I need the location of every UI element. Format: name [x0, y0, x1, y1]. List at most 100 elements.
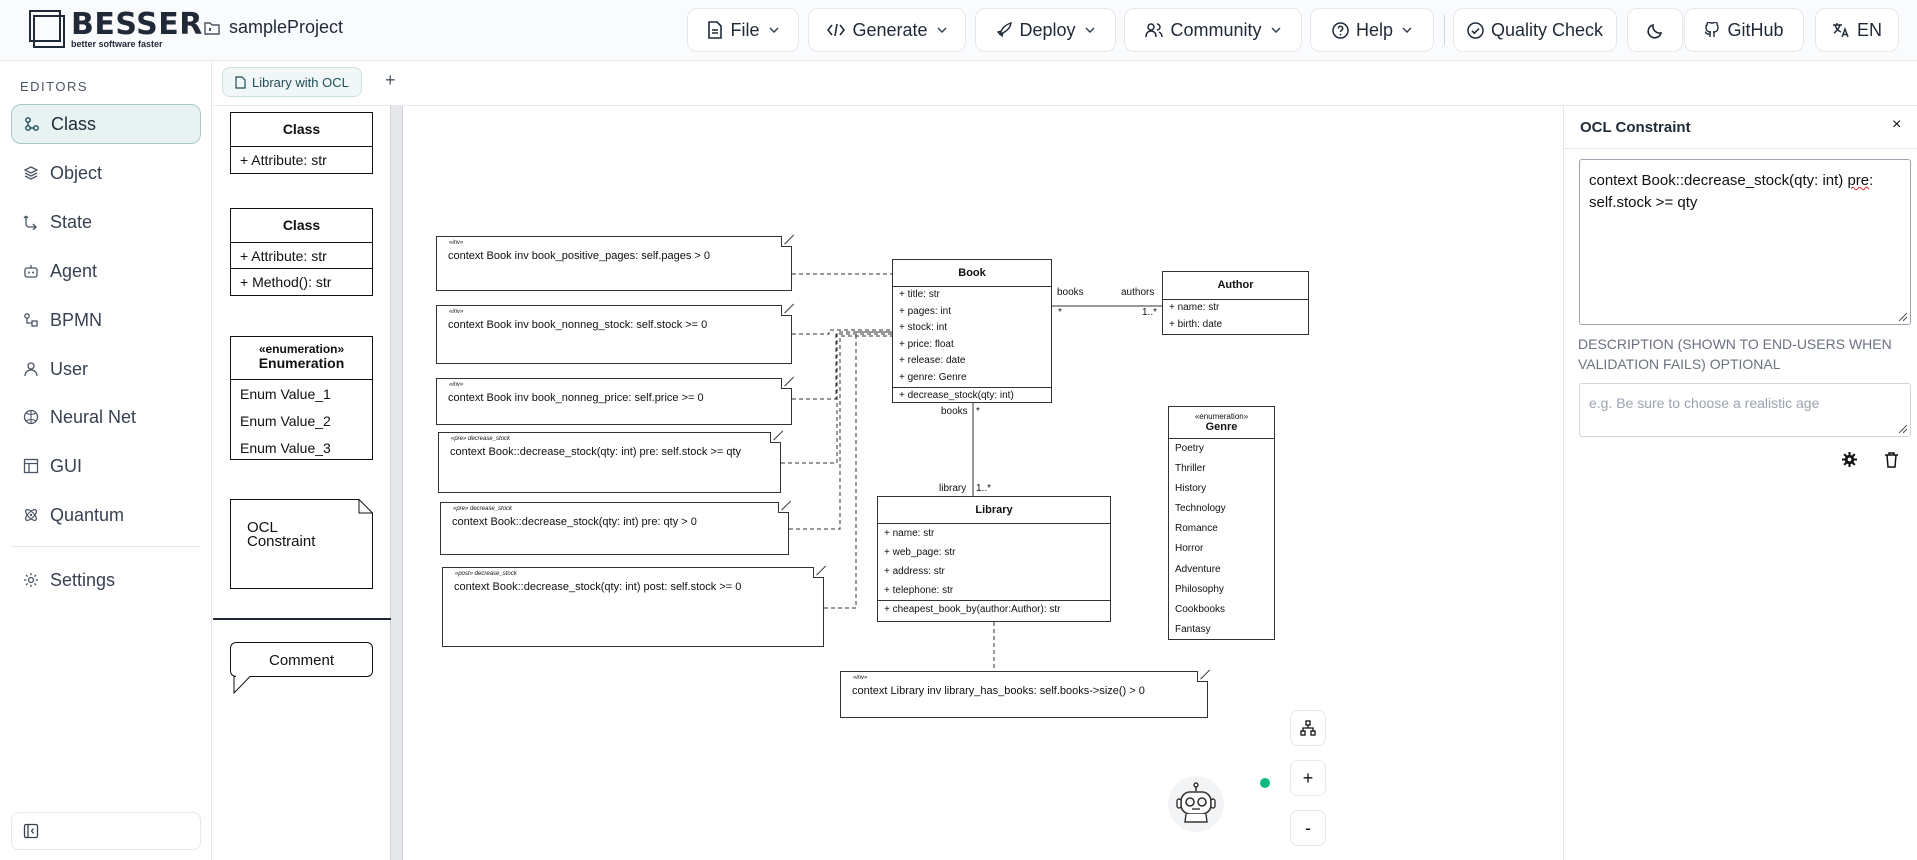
association-role-label: books — [941, 406, 968, 417]
sidebar-item-gui[interactable]: GUI — [11, 446, 201, 486]
language-label: EN — [1856, 19, 1882, 40]
community-menu-button[interactable]: Community — [1124, 8, 1302, 52]
github-button[interactable]: GitHub — [1684, 8, 1804, 52]
add-tab-button[interactable]: + — [385, 70, 396, 90]
sidebar-item-agent[interactable]: Agent — [11, 251, 201, 291]
note-shape-icon — [230, 499, 373, 589]
zoom-in-button[interactable]: + — [1290, 760, 1326, 796]
chevron-down-icon — [1270, 27, 1281, 33]
palette-ocl-constraint-item[interactable]: OCL Constraint — [230, 499, 373, 589]
note-corner — [781, 378, 792, 389]
palette-comment-label: Comment — [268, 652, 335, 669]
user-icon — [24, 362, 38, 377]
theme-toggle-button[interactable] — [1627, 8, 1683, 52]
diagram-tab-bar: Library with OCL + — [213, 61, 1917, 106]
enum-value: Adventure — [1175, 563, 1221, 575]
class-author[interactable]: Author + name: str + birth: date — [1162, 271, 1309, 335]
canvas-scrollbar[interactable] — [391, 106, 403, 860]
ocl-note[interactable]: «inv» context Book inv book_positive_pag… — [436, 236, 792, 291]
help-menu-label: Help — [1355, 19, 1394, 40]
class-library[interactable]: Library + name: str + web_page: str + ad… — [877, 496, 1111, 622]
help-menu-button[interactable]: Help — [1310, 8, 1434, 52]
sidebar-item-bpmn[interactable]: BPMN — [11, 300, 201, 340]
association-multiplicity: 1..* — [976, 483, 992, 494]
sidebar-item-neural-net[interactable]: Neural Net — [11, 397, 201, 437]
sidebar-item-settings[interactable]: Settings — [11, 560, 201, 600]
ocl-note[interactable]: «post» decrease_stock context Book::decr… — [442, 567, 824, 647]
language-button[interactable]: EN — [1815, 8, 1899, 52]
sidebar-item-class[interactable]: Class — [11, 104, 201, 144]
sidebar-item-label: Class — [51, 113, 97, 134]
enumeration-genre[interactable]: «enumeration» Genre Poetry Thriller Hist… — [1168, 406, 1275, 640]
github-icon — [1705, 21, 1720, 37]
constraint-settings-button[interactable] — [1842, 452, 1857, 467]
chevron-down-icon — [1084, 27, 1095, 33]
file-menu-button[interactable]: File — [687, 8, 799, 52]
ocl-note[interactable]: «pre» decrease_stock context Book::decre… — [438, 432, 781, 493]
note-corner — [781, 305, 792, 316]
sidebar-item-user[interactable]: User — [11, 349, 201, 389]
delete-constraint-button[interactable] — [1884, 451, 1899, 468]
enum-value: History — [1175, 483, 1207, 495]
palette-class-item[interactable]: Class + Attribute: str — [230, 112, 373, 174]
sidebar-item-label: Neural Net — [50, 406, 137, 427]
class-name: Author — [1163, 272, 1308, 300]
project-name-label: sampleProject — [229, 17, 344, 37]
sidebar-item-quantum[interactable]: Quantum — [11, 495, 201, 535]
gear-icon — [24, 573, 38, 587]
note-text: context Book inv book_nonneg_stock: self… — [448, 319, 708, 331]
zoom-out-button[interactable]: - — [1290, 810, 1326, 846]
project-name[interactable]: sampleProject — [204, 17, 343, 38]
sidebar-item-state[interactable]: State — [11, 202, 201, 242]
speech-bubble-icon — [230, 642, 373, 695]
ocl-note[interactable]: «inv» context Book inv book_nonneg_price… — [436, 378, 792, 425]
translate-icon — [1832, 23, 1849, 38]
palette-comment-item[interactable]: Comment — [230, 642, 373, 696]
sidebar-item-label: Settings — [50, 569, 116, 590]
note-stereotype: «post» decrease_stock — [455, 571, 517, 577]
resize-grip-icon[interactable] — [1896, 310, 1908, 322]
enum-value: Poetry — [1175, 443, 1204, 454]
enum-value: Philosophy — [1175, 583, 1224, 595]
palette-ocl-label: OCL Constraint — [247, 520, 315, 549]
ocl-note[interactable]: «pre» decrease_stock context Book::decre… — [440, 502, 789, 555]
ocl-note[interactable]: «inv» context Library inv library_has_bo… — [840, 671, 1208, 718]
class-attribute: + name: str — [884, 528, 935, 539]
class-attribute: + stock: int — [899, 322, 948, 334]
palette-enum-stereotype: «enumeration» — [258, 342, 345, 356]
ocl-flagged-word: pre — [1847, 172, 1870, 189]
note-link-5 — [789, 335, 892, 530]
sidebar-divider — [11, 546, 201, 547]
neural-net-icon — [23, 409, 39, 425]
resize-grip-icon[interactable] — [1896, 422, 1908, 434]
deploy-menu-button[interactable]: Deploy — [975, 8, 1116, 52]
diagram-canvas[interactable]: «inv» context Book inv book_positive_pag… — [391, 106, 1563, 860]
generate-menu-button[interactable]: Generate — [808, 8, 966, 52]
state-icon — [23, 215, 37, 230]
ocl-expression-textarea[interactable]: context Book::decrease_stock(qty: int) p… — [1579, 159, 1911, 325]
rocket-icon — [997, 22, 1013, 38]
class-book[interactable]: Book + title: str + pages: int + stock: … — [892, 259, 1052, 403]
panel-close-button[interactable]: × — [1892, 116, 1902, 133]
tab-library-with-ocl[interactable]: Library with OCL — [222, 67, 362, 97]
collapse-sidebar-button[interactable] — [11, 812, 201, 850]
ocl-note[interactable]: «inv» context Book inv book_nonneg_stock… — [436, 305, 792, 364]
palette-enumeration-header: «enumeration» Enumeration — [231, 337, 372, 380]
auto-layout-button[interactable] — [1290, 710, 1326, 746]
palette-class-attribute: + Attribute: str — [231, 243, 372, 269]
class-attribute: + telephone: str — [884, 585, 954, 596]
palette-class-title: Class — [231, 113, 372, 147]
quality-check-button[interactable]: Quality Check — [1453, 8, 1617, 52]
palette-class-with-method-item[interactable]: Class + Attribute: str + Method(): str — [230, 208, 373, 296]
ocl-text-part: context Book::decrease_stock(qty: int) — [1589, 172, 1848, 189]
assistant-bot-button[interactable] — [1168, 776, 1224, 832]
editors-sidebar: EDITORS Class Object State Agent BPMN Us… — [0, 61, 212, 860]
sidebar-item-object[interactable]: Object — [11, 153, 201, 193]
palette-enumeration-item[interactable]: «enumeration» Enumeration Enum Value_1 E… — [230, 336, 373, 460]
class-attribute: + address: str — [884, 566, 945, 577]
note-link-3 — [792, 333, 892, 400]
palette-divider — [213, 618, 391, 620]
enum-stereotype: «enumeration» — [1194, 412, 1249, 421]
description-input[interactable]: e.g. Be sure to choose a realistic age — [1579, 383, 1911, 437]
enum-value: Cookbooks — [1175, 603, 1226, 615]
